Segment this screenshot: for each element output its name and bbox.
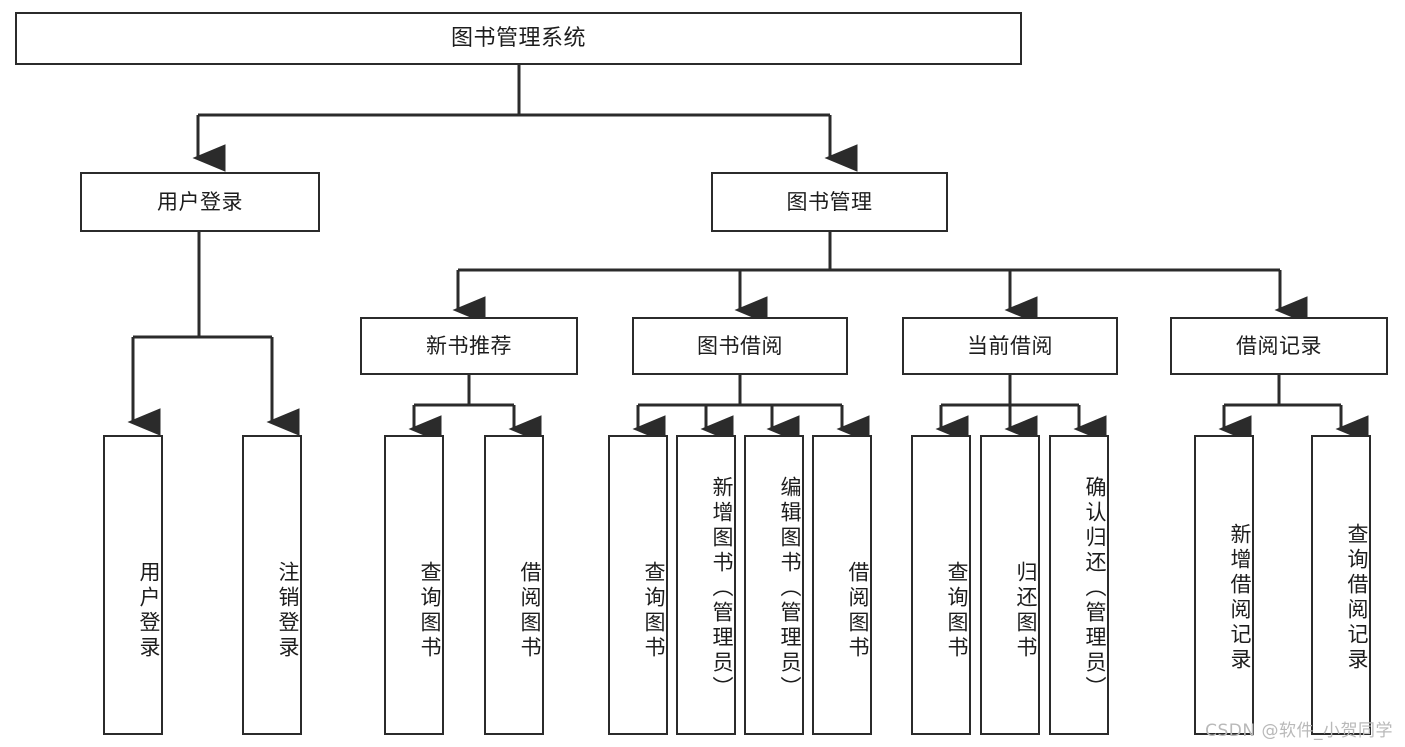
node-label: 确认归还（管理员） <box>1083 475 1107 701</box>
node-label: 新增借阅记录 <box>1228 523 1252 673</box>
node-label: 新增图书（管理员） <box>710 475 734 701</box>
leaf-borrow-record-query-record[interactable]: 查询借阅记录 <box>1311 435 1371 735</box>
leaf-current-borrow-query-book[interactable]: 查询图书 <box>911 435 971 735</box>
node-current-borrow[interactable]: 当前借阅 <box>902 317 1118 375</box>
watermark-text: CSDN @软件_小贺同学 <box>1205 721 1393 741</box>
node-label: 用户登录 <box>137 561 161 661</box>
leaf-borrow-record-add-record[interactable]: 新增借阅记录 <box>1194 435 1254 735</box>
node-label: 借阅图书 <box>518 561 542 661</box>
node-label: 图书借阅 <box>697 333 783 358</box>
node-root-book-management-system[interactable]: 图书管理系统 <box>15 12 1022 65</box>
leaf-book-borrow-add-book-admin[interactable]: 新增图书（管理员） <box>676 435 736 735</box>
node-label: 查询图书 <box>945 561 969 661</box>
leaf-new-book-query-book[interactable]: 查询图书 <box>384 435 444 735</box>
leaf-new-book-borrow-book[interactable]: 借阅图书 <box>484 435 544 735</box>
leaf-book-borrow-query-book[interactable]: 查询图书 <box>608 435 668 735</box>
node-label: 图书管理 <box>786 189 873 214</box>
node-label: 查询图书 <box>642 561 666 661</box>
leaf-current-borrow-return-book[interactable]: 归还图书 <box>980 435 1040 735</box>
node-label: 查询图书 <box>418 561 442 661</box>
node-label: 借阅图书 <box>846 561 870 661</box>
leaf-book-borrow-borrow-book[interactable]: 借阅图书 <box>812 435 872 735</box>
node-book-borrow[interactable]: 图书借阅 <box>632 317 848 375</box>
node-borrow-record[interactable]: 借阅记录 <box>1170 317 1388 375</box>
node-label: 归还图书 <box>1014 561 1038 661</box>
node-label: 注销登录 <box>276 561 300 661</box>
node-label: 当前借阅 <box>967 333 1053 358</box>
leaf-current-borrow-confirm-return-admin[interactable]: 确认归还（管理员） <box>1049 435 1109 735</box>
leaf-book-borrow-edit-book-admin[interactable]: 编辑图书（管理员） <box>744 435 804 735</box>
node-label: 用户登录 <box>157 189 243 214</box>
node-label: 编辑图书（管理员） <box>778 475 802 701</box>
leaf-user-login-logout[interactable]: 注销登录 <box>242 435 302 735</box>
node-label: 新书推荐 <box>426 333 512 358</box>
node-label: 图书管理系统 <box>450 25 586 51</box>
node-label: 借阅记录 <box>1236 333 1322 358</box>
node-user-login[interactable]: 用户登录 <box>80 172 320 232</box>
node-new-book-recommend[interactable]: 新书推荐 <box>360 317 578 375</box>
node-book-management[interactable]: 图书管理 <box>711 172 948 232</box>
node-label: 查询借阅记录 <box>1345 523 1369 673</box>
leaf-user-login-login[interactable]: 用户登录 <box>103 435 163 735</box>
